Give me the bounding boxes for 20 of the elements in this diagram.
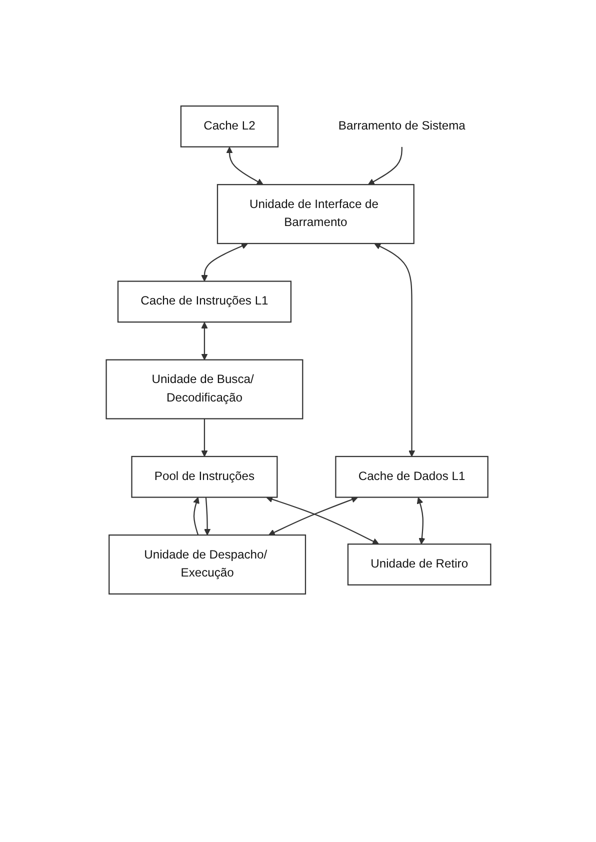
arrow [266,496,379,544]
node-box: Pool de Instruções [130,456,278,498]
arrow [192,496,199,536]
node-box: Unidade de Despacho/ Execução [108,534,306,595]
arrow [204,497,210,536]
arrow [200,322,208,360]
node-box: Unidade de Interface de Barramento [216,184,414,244]
node-box: Cache de Instruções L1 [116,280,292,323]
arrow [226,146,263,185]
arrow [374,243,415,457]
arrow [416,497,425,544]
node-box: Cache L2 [180,105,278,148]
arrow [268,496,358,536]
node-box: Cache de Dados L1 [334,456,488,498]
node-text: Barramento de Sistema [338,120,465,132]
arrow [200,242,248,282]
node-box: Unidade de Busca/ Decodificação [105,359,303,420]
node-box: Unidade de Retiro [346,544,491,586]
arrow [367,146,402,185]
arrow [200,418,208,457]
